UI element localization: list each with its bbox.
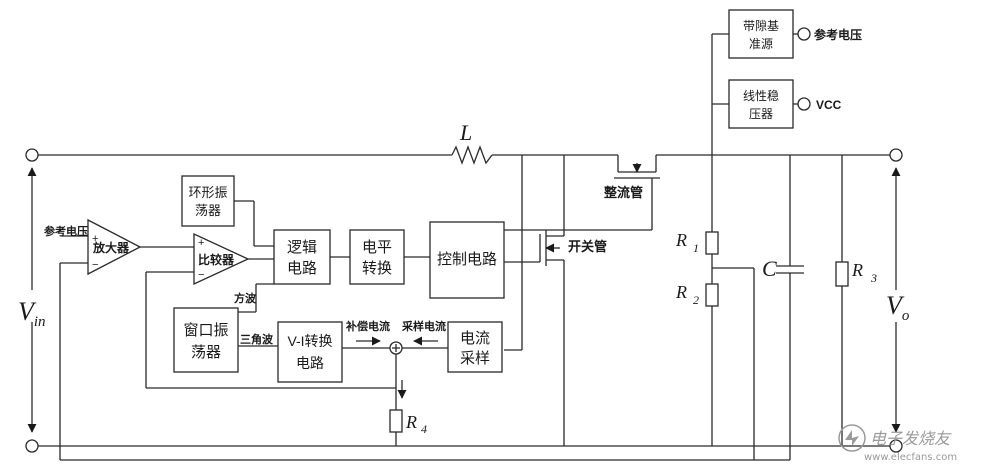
error-amplifier: + − 放大器 [87,218,142,276]
watermark-logo-icon [838,424,866,452]
vcc-label: VCC [816,98,842,112]
svg-text:+: + [92,233,98,245]
current-sample-block: 电流 采样 [447,321,503,373]
vcc-terminal [797,97,811,111]
square-wave-label: 方波 [234,291,257,305]
vo-bottom-terminal [889,439,903,453]
bottom-rail [38,262,890,461]
vin-top-terminal [25,148,39,162]
svg-text:−: − [198,269,204,281]
capacitor-C [776,155,804,460]
vin-symbol: Vin [18,297,46,330]
switch-label: 开关管 [568,239,607,254]
svg-text:窗口振: 窗口振 [183,321,228,339]
svg-text:www.elecfans.com: www.elecfans.com [864,452,957,463]
switch-transistor [504,155,565,446]
resistor-R4 [389,409,403,433]
svg-text:电子发烧友: 电子发烧友 [870,429,952,448]
ring-oscillator-block: 环形振 荡器 [181,175,235,227]
triangle-wave-label: 三角波 [240,332,274,346]
capacitor-label: C [762,256,777,281]
svg-text:控制电路: 控制电路 [437,251,497,268]
inductor-L [451,145,493,165]
vo-top-terminal [889,148,903,162]
resistor-R3 [835,261,849,287]
svg-text:转换: 转换 [362,260,392,277]
resistor-R1 [705,231,719,255]
svg-text:准源: 准源 [749,37,773,51]
comp-current-label: 补偿电流 [345,319,390,333]
control-circuit-block: 控制电路 [429,221,505,299]
rectifier-label: 整流管 [603,185,643,200]
summing-node [389,341,403,355]
rectifier-transistor [504,155,660,231]
svg-text:荡器: 荡器 [191,344,221,361]
svg-text:−: − [92,259,98,271]
level-shift-block: 电平 转换 [349,229,405,285]
svg-text:放大器: 放大器 [92,240,130,255]
watermark: 电子发烧友 www.elecfans.com [838,424,957,463]
logic-circuit-block: 逻辑 电路 [273,229,331,285]
svg-text:电流: 电流 [460,330,490,347]
svg-text:带隙基: 带隙基 [743,19,779,33]
vin-bottom-terminal [25,439,39,453]
sample-current-label: 采样电流 [401,319,446,333]
svg-text:电路: 电路 [296,355,324,371]
svg-text:+: + [198,237,204,249]
svg-text:电平: 电平 [362,239,392,256]
ref-voltage-output-terminal [797,27,811,41]
inductor-label: L [459,120,472,145]
vi-converter-block: V-I转换 电路 [277,321,343,383]
ref-voltage-input-label: 参考电压 [44,224,88,238]
ref-voltage-output-label: 参考电压 [814,27,862,42]
vo-symbol: Vo [886,291,910,324]
svg-text:电路: 电路 [287,260,317,277]
svg-text:逻辑: 逻辑 [287,239,317,256]
svg-text:压器: 压器 [749,107,773,121]
svg-text:采样: 采样 [460,350,490,367]
svg-text:比较器: 比较器 [198,252,235,267]
svg-text:环形振: 环形振 [188,185,227,200]
svg-text:荡器: 荡器 [195,203,221,218]
svg-text:V-I转换: V-I转换 [287,333,332,349]
svg-text:线性稳: 线性稳 [743,88,779,103]
comparator: + − 比较器 [193,232,250,286]
bandgap-reference-block: 带隙基 准源 [728,9,794,59]
resistor-R2 [705,283,719,307]
linear-regulator-block: 线性稳 压器 [728,79,794,129]
window-oscillator-block: 窗口振 荡器 [173,307,239,373]
